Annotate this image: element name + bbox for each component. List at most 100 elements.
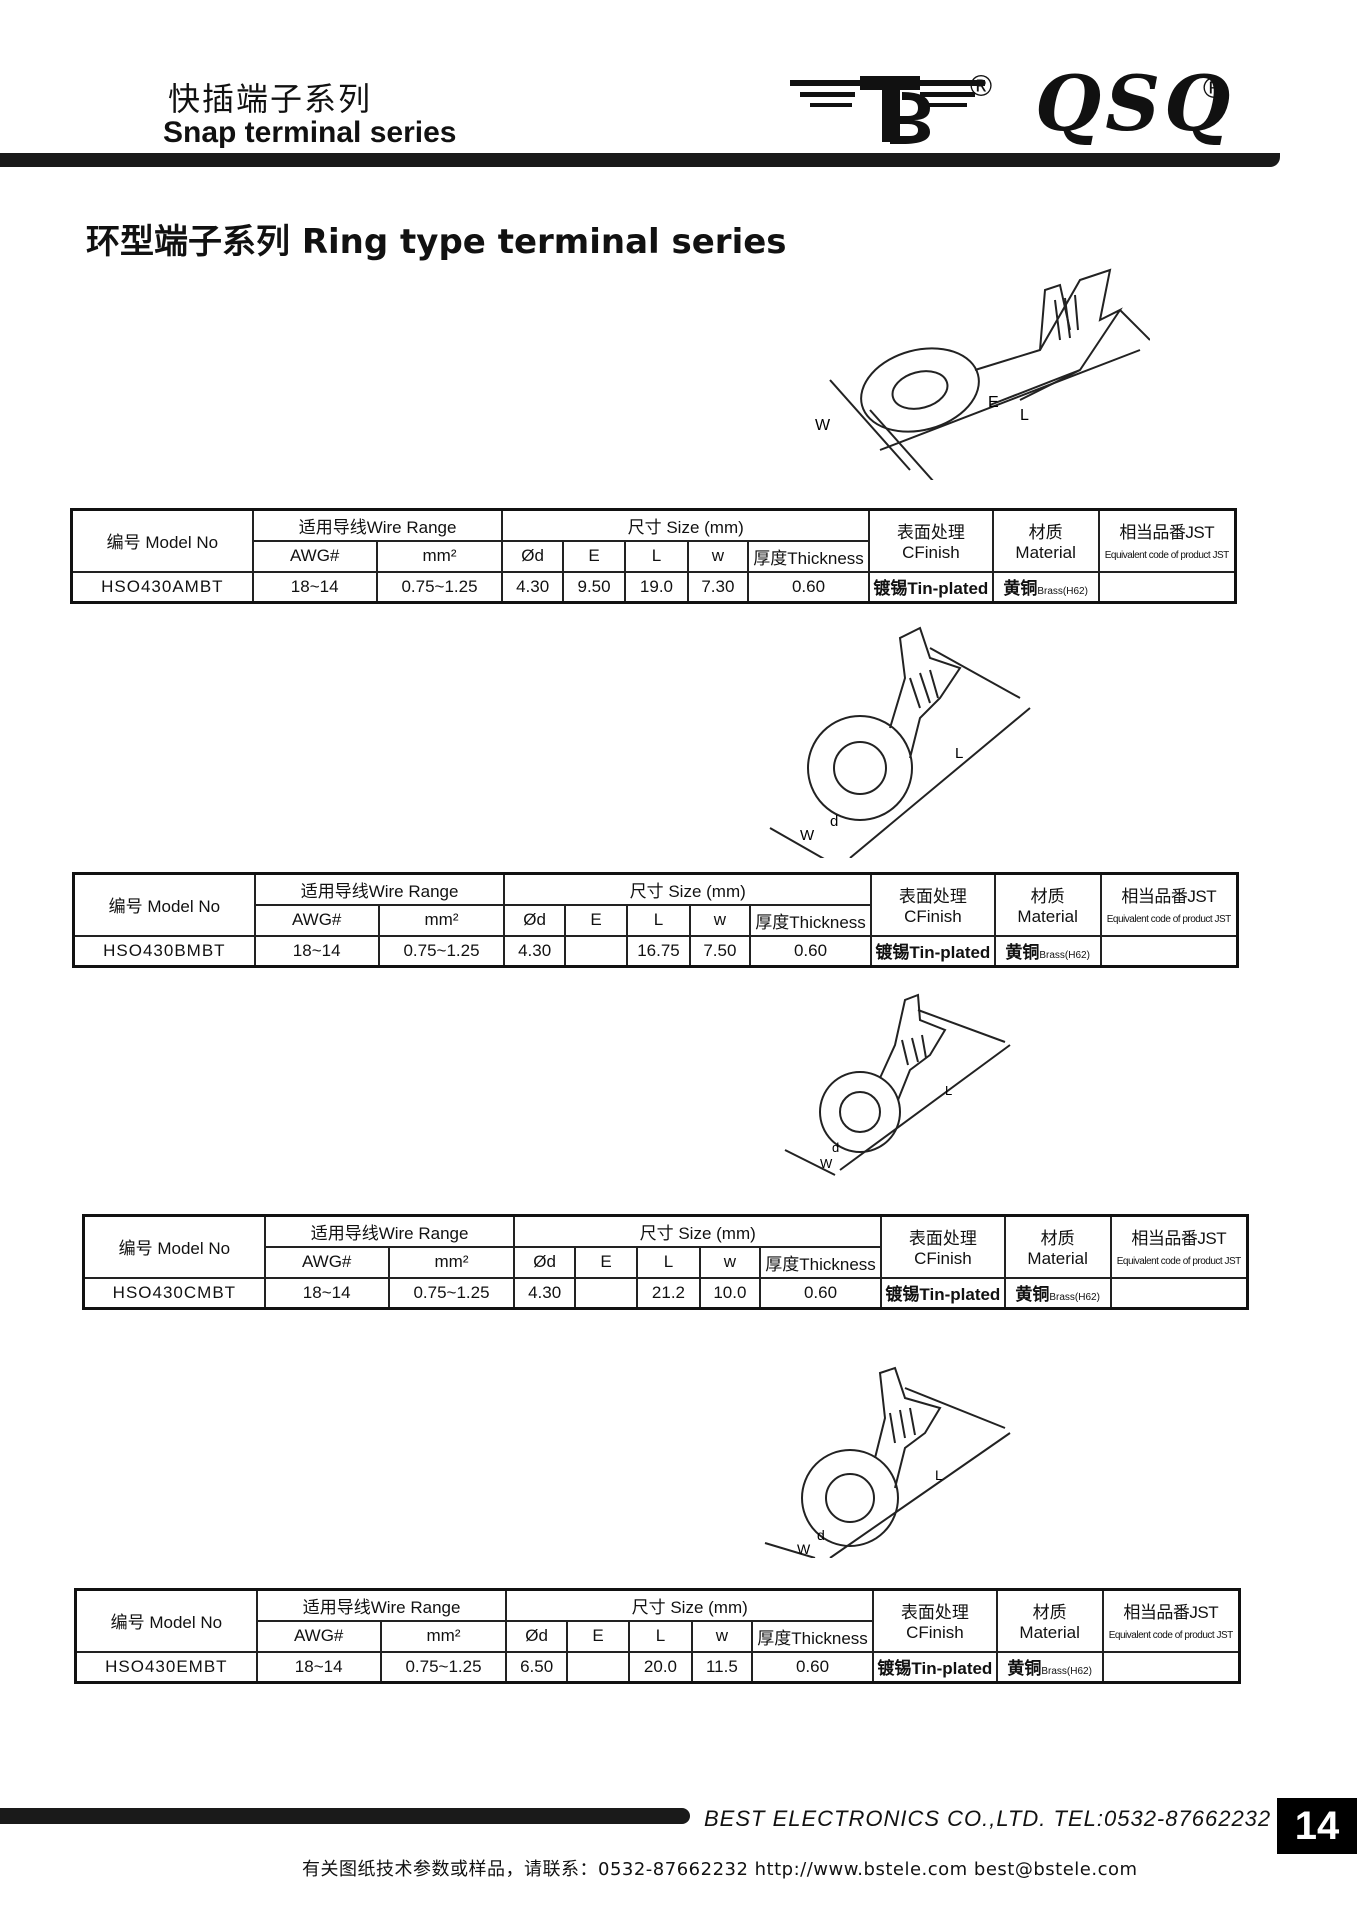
material-cn-label: 材质 bbox=[1040, 1229, 1075, 1249]
col-wire-range-header: 适用导线Wire Range bbox=[251, 508, 504, 542]
material-cn-label: 材质 bbox=[1028, 523, 1063, 543]
cell-thickness: 0.60 bbox=[747, 570, 870, 604]
header-title-cn: 快插端子系列 bbox=[168, 80, 373, 118]
cell-finish: 镀锡Tin-plated bbox=[871, 1650, 998, 1684]
col-size-header: 尺寸 Size (mm) bbox=[505, 1588, 874, 1622]
terminal-drawing-c: d W L bbox=[784, 993, 1011, 1176]
header-divider bbox=[0, 153, 1280, 167]
cell-mm2: 0.75~1.25 bbox=[375, 570, 504, 604]
material-cn: 黄铜 bbox=[1007, 1659, 1042, 1679]
col-awg: AWG# bbox=[251, 539, 378, 573]
material-en-label: Material bbox=[1015, 543, 1076, 563]
finish-cn-label: 表面处理 bbox=[908, 1229, 977, 1249]
jst-en-label: Equivalent code of product JST bbox=[1116, 1256, 1241, 1268]
col-e: E bbox=[565, 1619, 631, 1653]
cell-l: 19.0 bbox=[624, 570, 689, 604]
finish-cn-label: 表面处理 bbox=[898, 887, 967, 907]
cell-model: HSO430AMBT bbox=[70, 570, 254, 604]
jst-cn-label: 相当品番JST bbox=[1121, 887, 1217, 907]
header-title-en: Snap terminal series bbox=[163, 116, 457, 149]
cell-mm2: 0.75~1.25 bbox=[379, 1650, 508, 1684]
material-cn: 黄铜 bbox=[1003, 579, 1038, 599]
col-awg: AWG# bbox=[263, 1245, 390, 1279]
cell-finish: 镀锡Tin-plated bbox=[867, 570, 994, 604]
cell-l: 16.75 bbox=[626, 934, 691, 968]
jst-en-label: Equivalent code of product JST bbox=[1104, 550, 1229, 562]
cell-od: 4.30 bbox=[501, 570, 564, 604]
col-od: Ød bbox=[505, 1619, 568, 1653]
col-wire-range-header: 适用导线Wire Range bbox=[253, 872, 506, 906]
table-row: HSO430EMBT 18~14 0.75~1.25 6.50 20.0 11.… bbox=[74, 1650, 1241, 1684]
cell-thickness: 0.60 bbox=[749, 934, 872, 968]
finish-en-label: CFinish bbox=[904, 907, 962, 927]
finish-cn-label: 表面处理 bbox=[900, 1603, 969, 1623]
material-en-label: Material bbox=[1027, 1249, 1088, 1269]
col-model-header: 编号 Model No bbox=[74, 1588, 258, 1653]
cell-od: 6.50 bbox=[505, 1650, 568, 1684]
cell-jst bbox=[1109, 1276, 1249, 1310]
material-cn: 黄铜 bbox=[1005, 943, 1040, 963]
col-size-header: 尺寸 Size (mm) bbox=[513, 1214, 882, 1248]
page-number: 14 bbox=[1277, 1798, 1357, 1854]
registered-mark-2: ® bbox=[1203, 72, 1226, 105]
col-l: L bbox=[636, 1245, 701, 1279]
col-thickness: 厚度Thickness bbox=[747, 539, 870, 573]
finish-en-label: CFinish bbox=[906, 1623, 964, 1643]
cell-material: 黄铜Brass(H62) bbox=[995, 1650, 1104, 1684]
material-en-label: Material bbox=[1019, 1623, 1080, 1643]
finish-en-label: CFinish bbox=[902, 543, 960, 563]
cell-model: HSO430BMBT bbox=[72, 934, 256, 968]
terminal-drawing-a: W E L bbox=[815, 268, 1150, 480]
col-thickness: 厚度Thickness bbox=[749, 903, 872, 937]
col-e: E bbox=[561, 539, 627, 573]
footer-divider bbox=[0, 1808, 690, 1824]
col-mm2: mm² bbox=[387, 1245, 516, 1279]
cell-awg: 18~14 bbox=[251, 570, 378, 604]
spec-table-b: 编号 Model No 适用导线Wire Range 尺寸 Size (mm) … bbox=[72, 872, 1239, 968]
cell-mm2: 0.75~1.25 bbox=[377, 934, 506, 968]
cell-material: 黄铜Brass(H62) bbox=[993, 934, 1102, 968]
col-l: L bbox=[626, 903, 691, 937]
dim-label-l: L bbox=[1020, 407, 1029, 424]
footer-contact: 有关图纸技术参数或样品，请联系：0532-87662232 http://www… bbox=[302, 1859, 1138, 1880]
col-w: w bbox=[686, 539, 750, 573]
jst-cn-label: 相当品番JST bbox=[1119, 523, 1215, 543]
jst-en-label: Equivalent code of product JST bbox=[1108, 1630, 1233, 1642]
col-awg: AWG# bbox=[255, 1619, 382, 1653]
jst-en-label: Equivalent code of product JST bbox=[1106, 914, 1231, 926]
cell-e: 9.50 bbox=[561, 570, 627, 604]
cell-w: 11.5 bbox=[690, 1650, 754, 1684]
cell-e bbox=[573, 1276, 639, 1310]
material-cn-label: 材质 bbox=[1030, 887, 1065, 907]
dim-label-d: d bbox=[832, 1140, 839, 1155]
col-od: Ød bbox=[513, 1245, 576, 1279]
cell-jst bbox=[1099, 934, 1239, 968]
col-e: E bbox=[563, 903, 629, 937]
material-cn: 黄铜 bbox=[1015, 1285, 1050, 1305]
material-en: Brass(H62) bbox=[1039, 950, 1090, 962]
spec-table-e: 编号 Model No 适用导线Wire Range 尺寸 Size (mm) … bbox=[74, 1588, 1241, 1684]
dim-label-l: L bbox=[945, 1083, 952, 1098]
terminal-drawing-b: d W L bbox=[769, 626, 1031, 858]
col-l: L bbox=[628, 1619, 693, 1653]
col-e: E bbox=[573, 1245, 639, 1279]
cell-awg: 18~14 bbox=[263, 1276, 390, 1310]
cell-l: 20.0 bbox=[628, 1650, 693, 1684]
dim-label-d: d bbox=[830, 813, 838, 830]
cell-thickness: 0.60 bbox=[759, 1276, 882, 1310]
cell-jst bbox=[1097, 570, 1237, 604]
dim-label-l: L bbox=[935, 1467, 943, 1483]
section-title: 环型端子系列 Ring type terminal series bbox=[86, 222, 787, 262]
cell-e bbox=[565, 1650, 631, 1684]
cell-awg: 18~14 bbox=[255, 1650, 382, 1684]
cell-w: 10.0 bbox=[698, 1276, 762, 1310]
col-model-header: 编号 Model No bbox=[82, 1214, 266, 1279]
terminal-drawing-e: d W L bbox=[764, 1366, 1011, 1558]
bs-logo-icon bbox=[790, 76, 985, 144]
col-w: w bbox=[698, 1245, 762, 1279]
